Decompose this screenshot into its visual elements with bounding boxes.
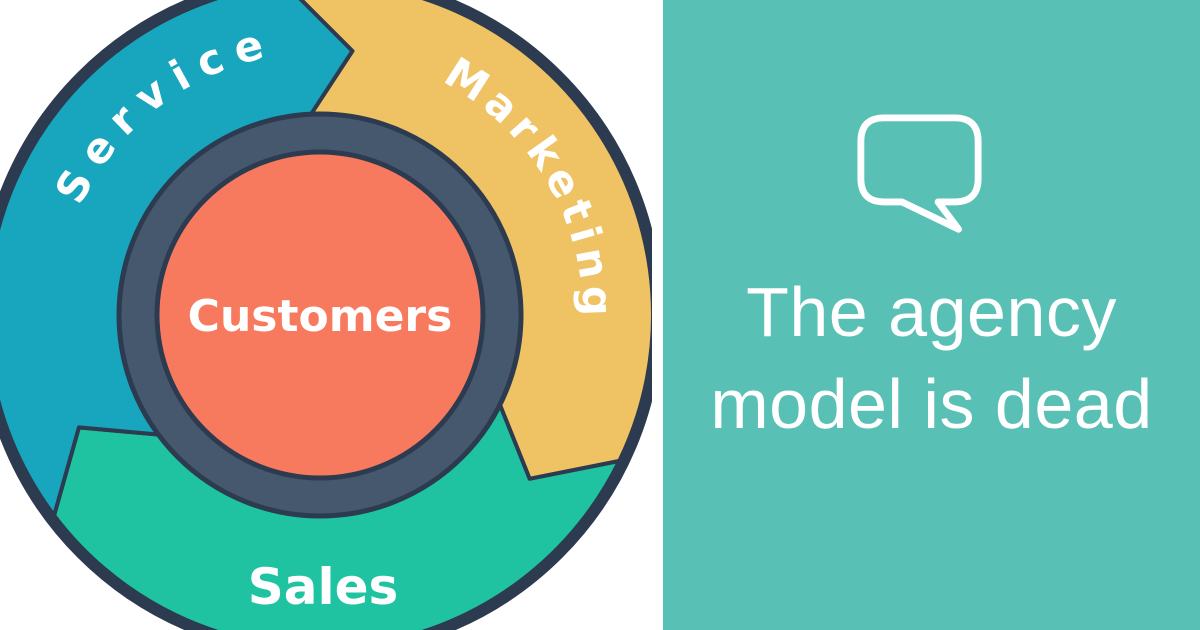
headline-line-2: model is dead [710,365,1153,444]
flywheel-center-label: Customers [188,291,453,342]
flywheel-panel: Customers Sales Service Marketing [0,0,652,630]
quote-panel: The agency model is dead [663,0,1200,630]
headline: The agency model is dead [710,266,1152,451]
flywheel-label-sales: Sales [248,558,399,616]
speech-bubble-icon [857,114,982,233]
headline-line-1: The agency [746,273,1117,351]
flywheel-diagram: Customers Sales Service Marketing [0,0,652,630]
flywheel-center-circle [154,149,486,481]
